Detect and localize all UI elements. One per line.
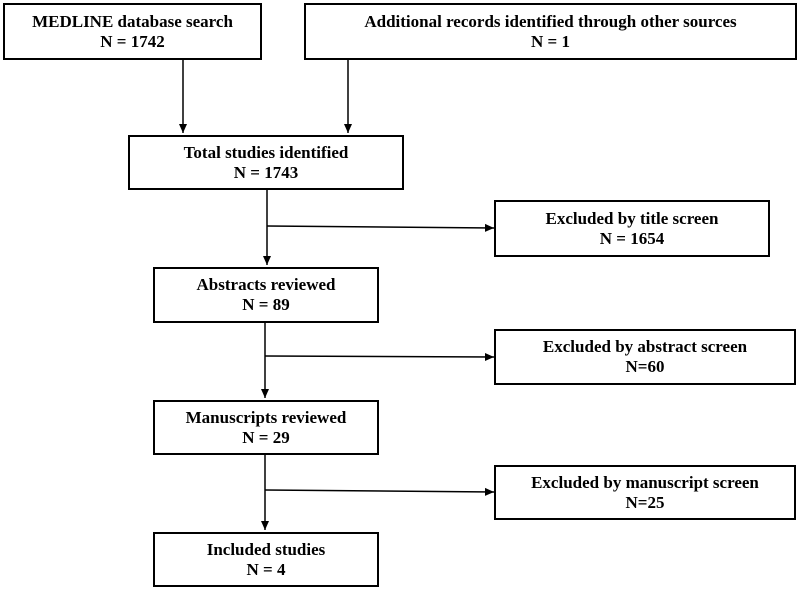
manuscripts-reviewed-box: Manuscripts reviewed N = 29	[153, 400, 379, 455]
excluded-manuscript-box: Excluded by manuscript screen N=25	[494, 465, 796, 520]
arrow-to-excluded-title	[266, 223, 495, 232]
medline-search-title: MEDLINE database search	[32, 11, 233, 31]
medline-search-count: N = 1742	[100, 31, 165, 51]
arrow-to-excluded-abstract	[264, 352, 495, 361]
additional-records-box: Additional records identified through ot…	[304, 3, 797, 60]
included-studies-box: Included studies N = 4	[153, 532, 379, 587]
medline-search-box: MEDLINE database search N = 1742	[3, 3, 262, 60]
excluded-abstract-label: Excluded by abstract screen	[542, 337, 748, 356]
excluded-title-count: N = 1654	[599, 228, 665, 248]
additional-records-count: N = 1	[531, 31, 570, 51]
arrow-to-excluded-manuscript	[264, 487, 495, 496]
included-studies-count: N = 4	[246, 559, 286, 579]
excluded-abstract-box: Excluded by abstract screen N=60	[494, 329, 796, 385]
excluded-title-label: Excluded by title screen	[545, 208, 719, 228]
abstracts-reviewed-box: Abstracts reviewed N = 89	[153, 267, 379, 323]
excluded-abstract-count: N=60	[625, 357, 665, 376]
additional-records-title: Additional records identified through ot…	[364, 11, 737, 31]
total-studies-title: Total studies identified	[183, 142, 349, 162]
excluded-manuscript-label: Excluded by manuscript screen	[531, 472, 759, 492]
included-studies-title: Included studies	[206, 539, 326, 559]
manuscripts-reviewed-count: N = 29	[242, 427, 290, 447]
excluded-manuscript-count: N=25	[625, 492, 665, 512]
manuscripts-reviewed-title: Manuscripts reviewed	[185, 407, 347, 427]
total-studies-count: N = 1743	[233, 162, 299, 182]
excluded-title-box: Excluded by title screen N = 1654	[494, 200, 770, 257]
abstracts-reviewed-title: Abstracts reviewed	[196, 275, 336, 294]
total-studies-box: Total studies identified N = 1743	[128, 135, 404, 190]
abstracts-reviewed-count: N = 89	[242, 295, 290, 314]
